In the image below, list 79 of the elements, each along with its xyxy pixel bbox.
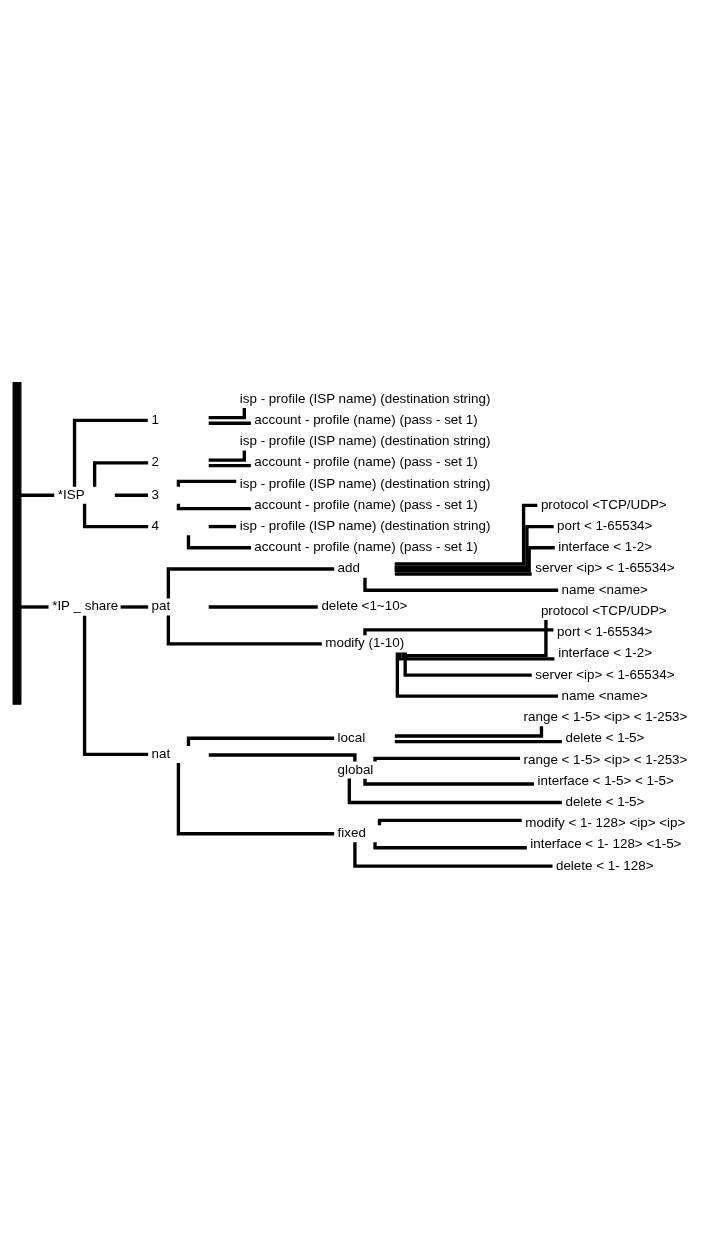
node-text: isp - profile (ISP name) (destination string): [239, 517, 491, 533]
connector: [403, 651, 532, 677]
node-text: server <ip> < 1-65534>: [535, 559, 675, 575]
node-text: interface < 1-5> < 1-5>: [537, 772, 674, 788]
node-text: protocol <TCP/UDP>: [540, 496, 667, 512]
node-text: port < 1-65534>: [557, 517, 653, 533]
connector: [208, 421, 251, 425]
connector: [114, 493, 148, 497]
node-text: interface < 1- 128> <1-5>: [530, 835, 682, 851]
node-text: name <name>: [561, 581, 648, 597]
node-text: nat: [151, 745, 171, 761]
connector: [401, 619, 548, 657]
connector: [176, 479, 237, 487]
connector: [186, 736, 335, 746]
node-text: account - profile (name) (pass - set 1): [254, 496, 478, 512]
connector: [92, 460, 149, 487]
node-text: modify (1-10): [325, 634, 405, 650]
node-text: isp - profile (ISP name) (destination string): [239, 432, 491, 448]
connector: [394, 725, 544, 738]
node-text: interface < 1-2>: [558, 644, 653, 660]
connector: [166, 566, 335, 599]
connector: [377, 818, 522, 825]
connector: [208, 752, 357, 761]
node-text: 3: [151, 486, 160, 502]
connector: [394, 739, 562, 743]
node-text: add: [337, 559, 360, 575]
connector: [82, 503, 149, 528]
connector: [208, 407, 246, 419]
node-text: range < 1-5> <ip> < 1-253>: [523, 751, 688, 766]
node-text: fixed: [337, 824, 366, 840]
connector: [21, 604, 49, 609]
node-text: account - profile (name) (pass - set 1): [254, 453, 478, 469]
connector: [208, 463, 251, 467]
node-text: modify < 1- 128> <ip> <ip>: [525, 814, 686, 830]
node-text: delete < 1-5>: [565, 793, 645, 809]
node-text: global: [337, 761, 374, 777]
node-text: delete < 1-5>: [565, 729, 645, 745]
connector: [394, 524, 554, 569]
connector: [176, 503, 251, 510]
node-text: isp - profile (ISP name) (destination string): [239, 390, 491, 406]
node-text: protocol <TCP/UDP>: [540, 602, 667, 618]
connector: [208, 604, 318, 609]
connector: [395, 652, 559, 698]
node-text: delete <1~10>: [321, 597, 408, 613]
node-text: range < 1-5> <ip> < 1-253>: [523, 708, 688, 724]
connector: [363, 778, 534, 786]
node-bar: [12, 381, 22, 705]
connector: [394, 571, 532, 576]
connector: [394, 503, 538, 566]
connector: [176, 762, 335, 835]
connector: [397, 651, 555, 661]
connector: [166, 615, 322, 646]
node-text: account - profile (name) (pass - set 1): [254, 538, 478, 554]
connector: [72, 418, 148, 487]
node-text: 4: [151, 517, 160, 533]
node-text: pat: [151, 597, 171, 613]
node-text: 2: [151, 453, 160, 469]
connector: [21, 493, 55, 497]
connector: [208, 449, 246, 462]
connector: [120, 604, 149, 609]
connector: [353, 841, 553, 868]
connector: [186, 534, 251, 549]
node-text: delete < 1- 128>: [555, 857, 654, 873]
connector: [347, 778, 562, 804]
connector: [394, 545, 555, 572]
node-text: *ISP: [57, 486, 85, 502]
node-text: *IP _ share: [52, 597, 119, 613]
connector: [208, 524, 237, 528]
node-text: 1: [151, 411, 160, 427]
connector: [373, 756, 521, 762]
node-text: server <ip> < 1-65534>: [535, 666, 675, 682]
node-text: local: [337, 729, 366, 745]
node-text: name <name>: [561, 687, 648, 703]
node-text: isp - profile (ISP name) (destination string): [239, 475, 491, 491]
connector: [373, 841, 527, 849]
node-text: account - profile (name) (pass - set 1): [254, 411, 478, 427]
connector: [82, 615, 149, 756]
node-text: port < 1-65534>: [557, 623, 653, 639]
node-text: interface < 1-2>: [558, 538, 653, 554]
